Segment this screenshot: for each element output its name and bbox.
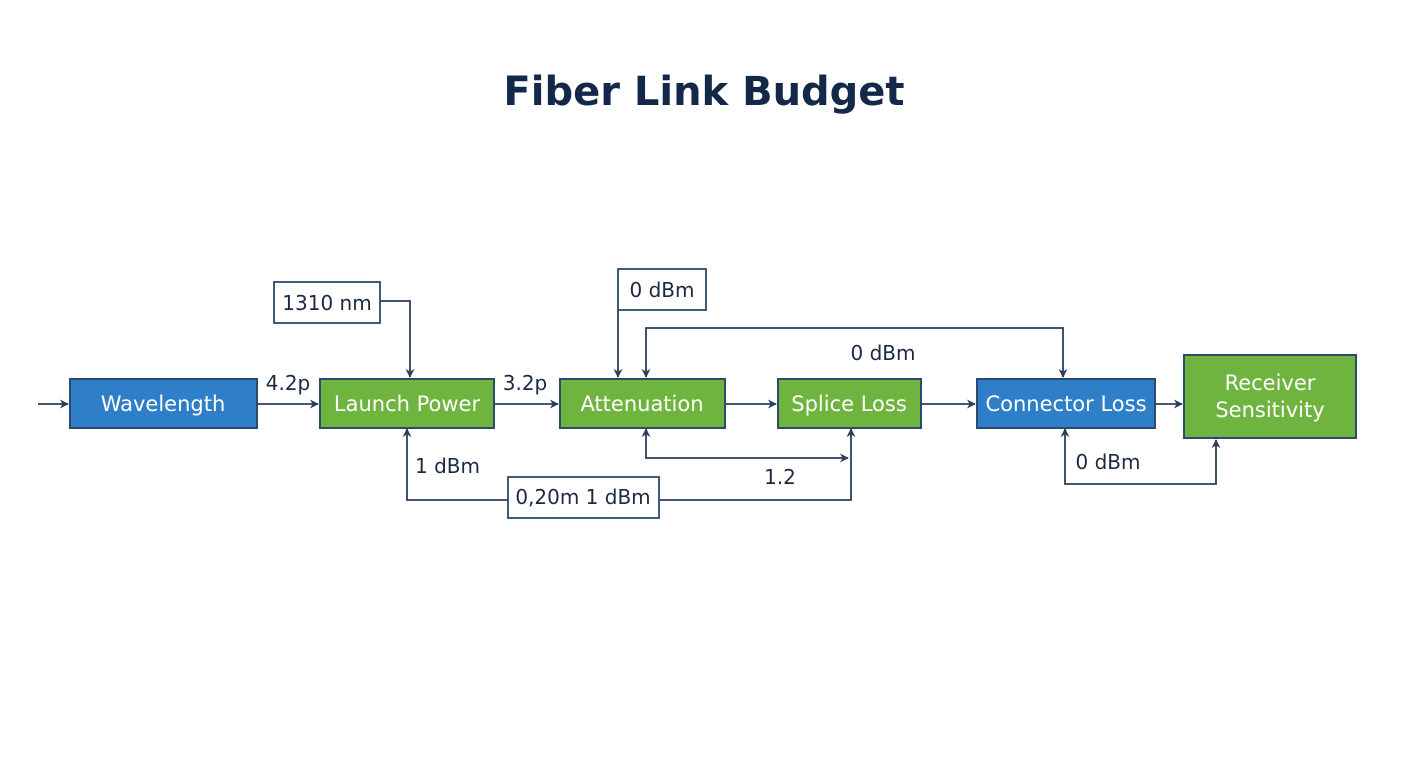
label-bottom-box: 0,20m 1 dBm bbox=[515, 485, 650, 509]
label-wl-to-lp: 4.2p bbox=[266, 371, 311, 395]
node-connector-loss[interactable]: Connector Loss bbox=[976, 378, 1156, 429]
diagram-title: Fiber Link Budget bbox=[503, 69, 904, 115]
edge-attenuation-splice-1-2 bbox=[641, 428, 849, 463]
label-feedback-0dbm: 0 dBm bbox=[851, 341, 916, 365]
label-box-att-0dbm: 0 dBm bbox=[617, 268, 707, 311]
label-box-bottom: 0,20m 1 dBm bbox=[507, 476, 660, 519]
label-box-1310nm: 1310 nm bbox=[273, 281, 381, 324]
node-attenuation[interactable]: Attenuation bbox=[559, 378, 726, 429]
edge-attenuation-connector-loop bbox=[641, 327, 1068, 378]
label-att-0dbm: 0 dBm bbox=[630, 278, 695, 302]
label-1310nm: 1310 nm bbox=[282, 291, 371, 315]
node-splice-loss[interactable]: Splice Loss bbox=[777, 378, 922, 429]
node-wavelength-label: Wavelength bbox=[101, 392, 226, 416]
node-attenuation-label: Attenuation bbox=[580, 392, 703, 416]
edge-1310-launch bbox=[380, 300, 415, 378]
node-receiver-label-line1: Receiver bbox=[1225, 371, 1316, 395]
node-launch-power-label: Launch Power bbox=[334, 392, 481, 416]
node-wavelength[interactable]: Wavelength bbox=[69, 378, 258, 429]
label-lp-to-att: 3.2p bbox=[503, 371, 548, 395]
label-conn-recv-0dbm: 0 dBm bbox=[1076, 450, 1141, 474]
edge-connector-receiver-loop bbox=[1060, 428, 1221, 485]
node-receiver-label-line2: Sensitivity bbox=[1215, 398, 1324, 422]
node-receiver-sensitivity[interactable]: Receiver Sensitivity bbox=[1183, 354, 1357, 439]
node-connector-loss-label: Connector Loss bbox=[985, 392, 1146, 416]
node-splice-loss-label: Splice Loss bbox=[791, 392, 907, 416]
label-lp-1dbm: 1 dBm bbox=[415, 454, 480, 478]
node-launch-power[interactable]: Launch Power bbox=[319, 378, 495, 429]
label-att-splice-1-2: 1.2 bbox=[764, 465, 796, 489]
